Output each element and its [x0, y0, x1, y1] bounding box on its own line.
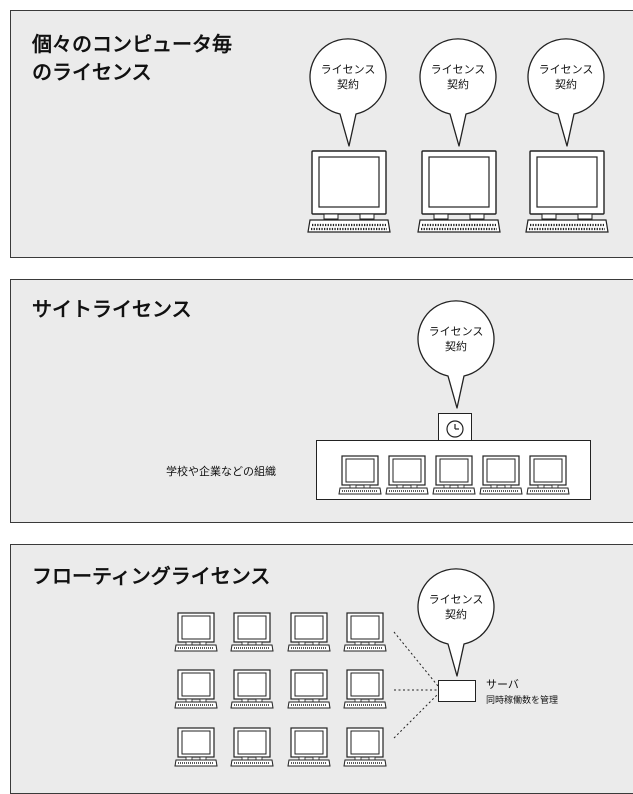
computer-icon [230, 612, 274, 652]
computer-icon [343, 669, 387, 709]
server-label: サーバ [486, 678, 519, 691]
computer-icon [385, 455, 429, 495]
computer-icon [343, 612, 387, 652]
computer-icon [417, 150, 501, 233]
bubble-text-site: ライセンス 契約 [428, 325, 484, 353]
clock-icon [446, 420, 464, 438]
speech-bubble-2 [419, 38, 497, 147]
panel-title-site: サイトライセンス [32, 297, 192, 321]
computer-icon [287, 727, 331, 767]
computer-icon [526, 455, 570, 495]
speech-bubble-floating [417, 568, 495, 677]
panel-title-individual: 個々のコンピュータ毎 のライセンス [32, 32, 232, 84]
computer-icon [287, 669, 331, 709]
connection-lines [393, 631, 439, 739]
bubble-text-3: ライセンス 契約 [538, 63, 594, 91]
computer-icon [174, 612, 218, 652]
panel-title-floating: フローティングライセンス [32, 564, 271, 588]
computer-icon [432, 455, 476, 495]
bubble-text-1: ライセンス 契約 [320, 63, 376, 91]
computer-icon [287, 612, 331, 652]
computer-icon [174, 669, 218, 709]
computer-icon [343, 727, 387, 767]
computer-icon [338, 455, 382, 495]
bubble-text-2: ライセンス 契約 [430, 63, 486, 91]
computer-icon [525, 150, 609, 233]
server-sublabel: 同時稼働数を管理 [486, 696, 559, 706]
speech-bubble-site [417, 300, 495, 409]
computer-icon [230, 669, 274, 709]
computer-icon [230, 727, 274, 767]
server-icon [438, 680, 476, 702]
computer-icon [174, 727, 218, 767]
computer-icon [307, 150, 391, 233]
computer-icon [479, 455, 523, 495]
speech-bubble-3 [527, 38, 605, 147]
speech-bubble-1 [309, 38, 387, 147]
bubble-text-floating: ライセンス 契約 [428, 593, 484, 621]
organization-label: 学校や企業などの組織 [166, 465, 276, 478]
